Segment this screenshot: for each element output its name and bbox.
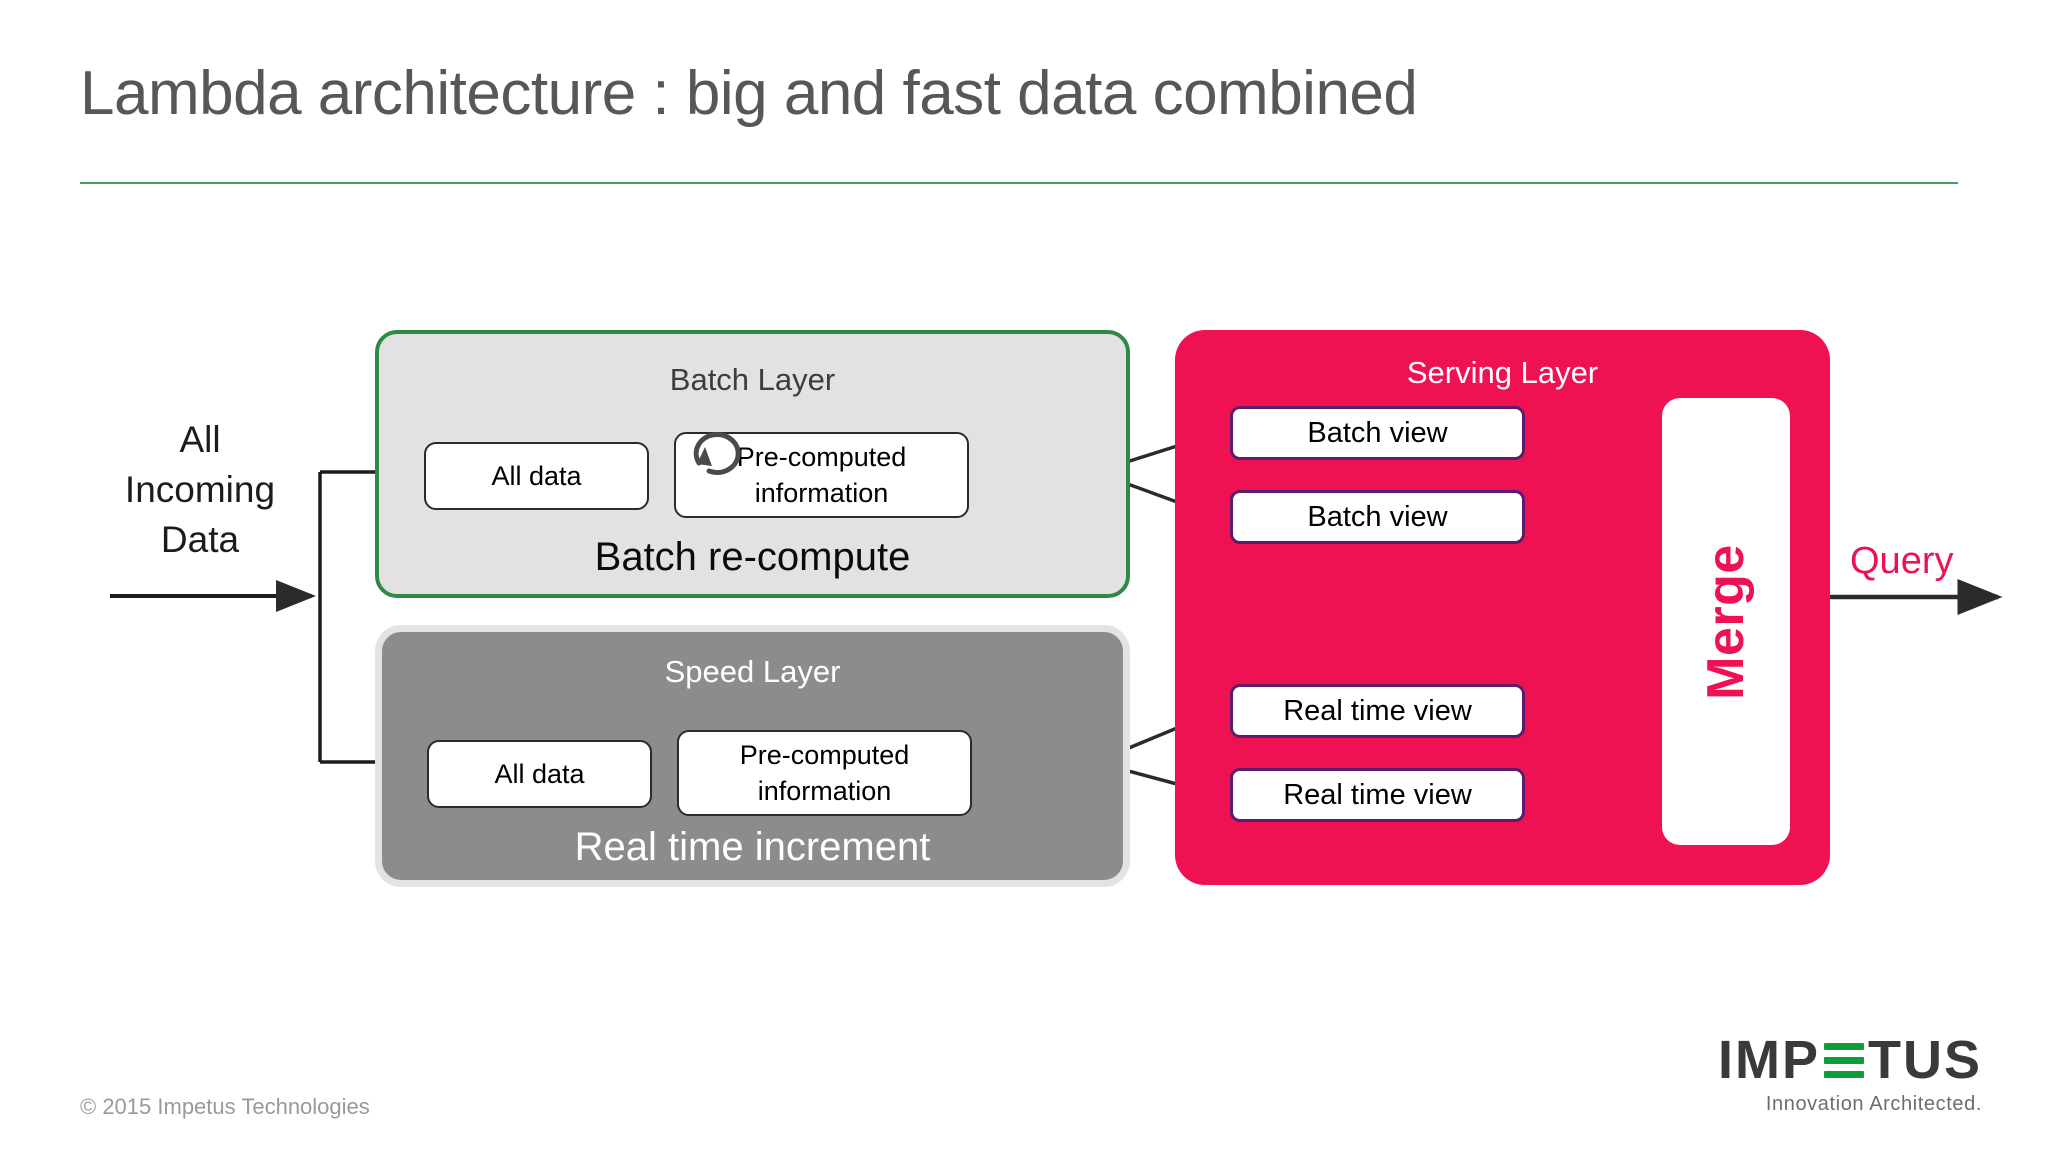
copyright-text: © 2015 Impetus Technologies (80, 1094, 370, 1119)
batch-precomputed-label: Pre-computed information (737, 439, 907, 511)
batch-all-data-node[interactable]: All data (424, 442, 649, 510)
speed-layer-footer: Real time increment (574, 825, 931, 869)
batch-view-box-2[interactable]: Batch view (1230, 490, 1525, 544)
page-title: Lambda architecture : big and fast data … (80, 59, 1418, 128)
logo-text-part1: IMP (1717, 1030, 1820, 1090)
batch-view-label-2: Batch view (1307, 500, 1448, 533)
incoming-data-line1: All (179, 419, 221, 460)
logo-e-bars-icon (1824, 1042, 1864, 1078)
speed-precomputed-line1: Pre-computed (739, 740, 910, 770)
speed-layer-container: Speed Layer All data Pre-computed inform… (375, 625, 1130, 887)
impetus-wordmark: IMP TUS (1718, 1033, 1982, 1087)
batch-view-label-1: Batch view (1307, 416, 1448, 449)
batch-precomputed-line2: information (754, 478, 889, 508)
incoming-data-line2: Incoming (124, 469, 276, 510)
title-divider (80, 182, 1958, 184)
speed-layer-title: Speed Layer (664, 654, 841, 689)
batch-layer-container: Batch Layer All data Pre-computed inform… (375, 330, 1130, 598)
logo-tagline: Innovation Architected. (1765, 1093, 1982, 1115)
speed-precomputed-line2: information (757, 776, 892, 806)
speed-precomputed-node[interactable]: Pre-computed information (677, 730, 972, 816)
incoming-data-line3: Data (160, 519, 240, 560)
logo-text-part2: TUS (1868, 1030, 1982, 1090)
serving-layer-title: Serving Layer (1406, 355, 1599, 390)
speed-precomputed-label: Pre-computed information (740, 737, 910, 809)
batch-precomputed-line1: Pre-computed (736, 442, 907, 472)
incoming-data-label: All Incoming Data (100, 415, 300, 565)
batch-view-box-1[interactable]: Batch view (1230, 406, 1525, 460)
impetus-logo: IMP TUS Innovation Architected. (1718, 1033, 1982, 1116)
merge-label: Merge (1697, 543, 1755, 700)
real-time-view-label-2: Real time view (1283, 778, 1472, 811)
batch-all-data-label: All data (491, 461, 582, 491)
speed-all-data-node[interactable]: All data (427, 740, 652, 808)
batch-precomputed-node[interactable]: Pre-computed information (674, 432, 969, 518)
real-time-view-label-1: Real time view (1283, 694, 1472, 727)
query-label: Query (1850, 540, 1954, 582)
merge-column[interactable]: Merge (1662, 398, 1790, 845)
batch-layer-title: Batch Layer (669, 362, 836, 397)
speed-all-data-label: All data (494, 759, 585, 789)
refresh-loop-icon (693, 432, 741, 475)
real-time-view-box-1[interactable]: Real time view (1230, 684, 1525, 738)
batch-layer-footer: Batch re-compute (594, 535, 911, 579)
real-time-view-box-2[interactable]: Real time view (1230, 768, 1525, 822)
